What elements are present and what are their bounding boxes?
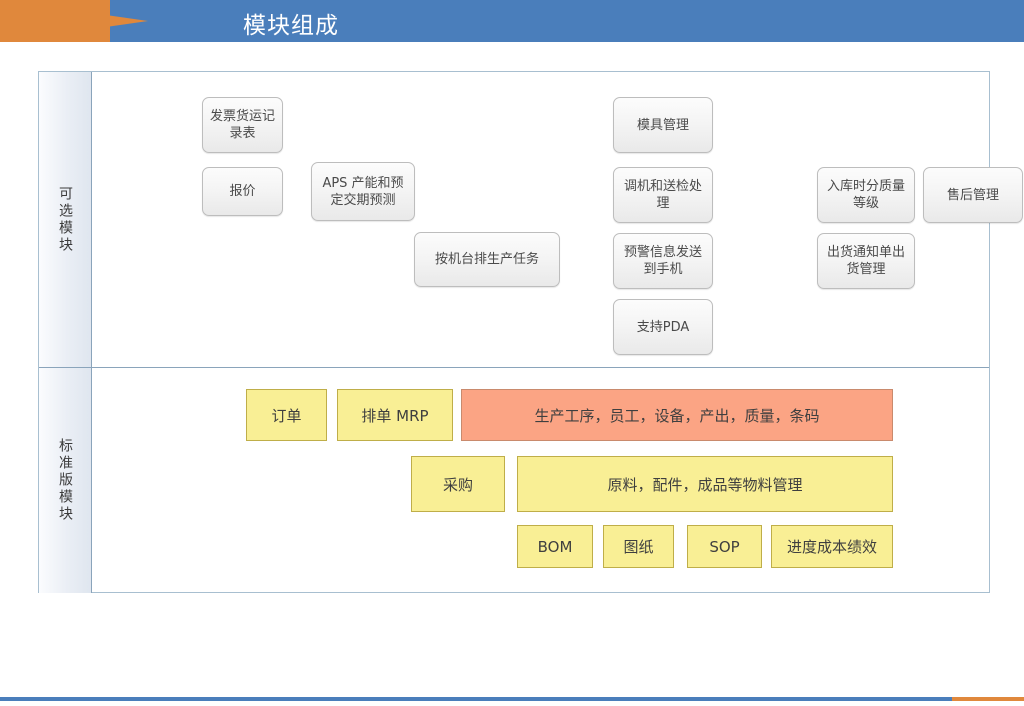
section-body-optional-modules: 发票货运记录表报价 APS 产能和预定交期预测按机台排生产任务 模具管理调机和送检处… [92,72,1023,367]
module-box[interactable]: 报价 [202,167,283,216]
module-box[interactable]: 入库时分质量等级 [817,167,915,223]
footer-blue-bar [0,697,952,701]
module-box[interactable]: 进度成本绩效 [771,525,893,568]
page-title: 模块组成 [243,13,339,39]
module-box[interactable]: 模具管理 [613,97,713,153]
section-label-standard-modules: 标准版模块 [39,368,92,593]
section-label-optional-modules: 可选模块 [39,72,92,367]
module-box[interactable]: 图纸 [603,525,674,568]
module-box[interactable]: 订单 [246,389,327,441]
header-arrow-icon [0,0,148,42]
section-optional-modules: 可选模块 发票货运记录表报价 APS 产能和预定交期预测按机台排生产任务 模具管理调… [39,72,1023,368]
module-box[interactable]: 按机台排生产任务 [414,232,560,287]
module-box[interactable]: BOM [517,525,593,568]
module-box[interactable]: 支持PDA [613,299,713,355]
module-box[interactable]: SOP [687,525,762,568]
module-box[interactable]: 预警信息发送到手机 [613,233,713,289]
module-box[interactable]: 采购 [411,456,505,512]
module-composition-diagram: 可选模块 发票货运记录表报价 APS 产能和预定交期预测按机台排生产任务 模具管理调… [38,71,1023,593]
footer-orange-bar [952,697,1024,701]
module-box[interactable]: 发票货运记录表 [202,97,283,153]
module-box[interactable]: 生产工序，员工，设备，产出，质量，条码 [461,389,893,441]
module-box[interactable]: 出货通知单出货管理 [817,233,915,289]
section-label-text: 标准版模块 [57,438,73,523]
module-box[interactable]: APS 产能和预定交期预测 [311,162,415,221]
module-box[interactable]: 调机和送检处理 [613,167,713,223]
module-box[interactable]: 排单 MRP [337,389,453,441]
page-header-bar: 模块组成 [0,0,1024,42]
module-box[interactable]: 售后管理 [923,167,1023,223]
module-box[interactable]: 原料，配件，成品等物料管理 [517,456,893,512]
section-label-text: 可选模块 [57,185,73,254]
